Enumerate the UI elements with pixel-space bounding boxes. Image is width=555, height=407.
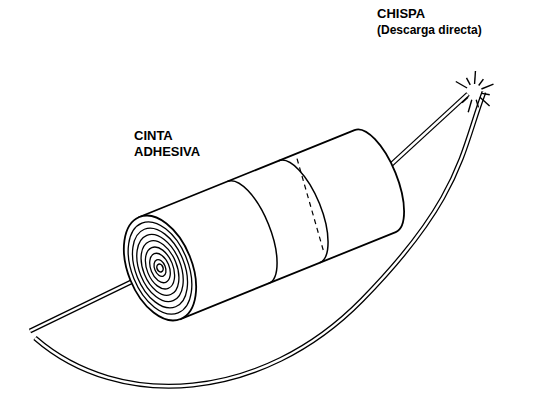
spark-ray bbox=[466, 78, 470, 85]
spark-ray bbox=[468, 100, 472, 112]
spark-ray bbox=[476, 100, 478, 108]
rolled-capacitor bbox=[110, 122, 416, 331]
spiral-ring bbox=[116, 213, 205, 324]
spiral-rings bbox=[116, 213, 205, 324]
spiral-ring bbox=[152, 258, 169, 278]
outer-wire bbox=[35, 92, 484, 386]
part-label: CHISPA bbox=[377, 6, 547, 22]
spark-symbol bbox=[456, 71, 494, 112]
spark-ray bbox=[480, 97, 490, 106]
spark-ray bbox=[456, 82, 467, 89]
part-label: CINTA ADHESIVA bbox=[134, 128, 229, 161]
tape-edge bbox=[227, 173, 289, 283]
spark-ray bbox=[462, 97, 468, 102]
spiral-ring bbox=[140, 243, 181, 294]
spark-ray bbox=[481, 84, 493, 89]
spark-ray bbox=[479, 79, 484, 85]
spiral-ring bbox=[134, 235, 187, 301]
spark-ray bbox=[482, 93, 490, 94]
spiral-ring bbox=[128, 228, 193, 309]
center-wire-end bbox=[156, 263, 165, 273]
spiral-ring bbox=[122, 220, 199, 316]
spiral-face bbox=[110, 205, 211, 331]
spiral-ring bbox=[146, 250, 175, 285]
tape-seam bbox=[288, 159, 333, 251]
outer-wire-core bbox=[35, 92, 484, 386]
tape-edge bbox=[278, 153, 340, 263]
note-label: (Descarga directa) bbox=[377, 23, 547, 38]
spark-ray bbox=[474, 71, 476, 84]
